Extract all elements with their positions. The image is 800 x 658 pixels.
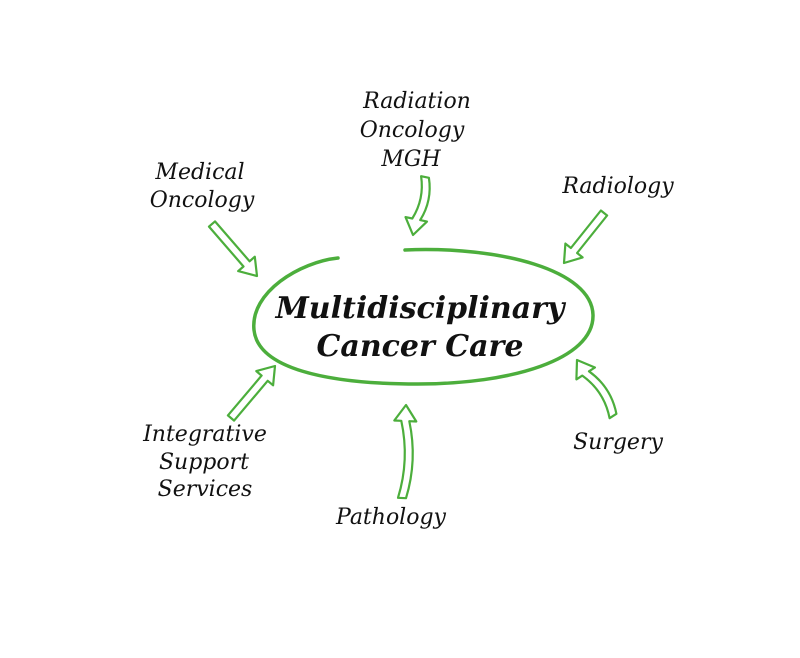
label-integrative-line1: Integrative	[142, 422, 267, 447]
label-surgery: Surgery	[573, 430, 663, 455]
arrow-to-integrative-support	[226, 364, 277, 422]
arrow-to-pathology	[393, 403, 418, 500]
arrow-from-radiation-oncology	[404, 175, 431, 237]
label-integrative-line2: Support	[159, 450, 249, 475]
label-radiation-oncology-line3: MGH	[380, 147, 441, 172]
center-title-line1: Multidisciplinary	[275, 291, 567, 326]
arrows-group	[207, 175, 618, 500]
label-integrative-line3: Services	[158, 477, 253, 502]
label-medical-oncology-line2: Oncology	[150, 188, 255, 213]
label-radiation-oncology-line2: Oncology	[360, 118, 465, 143]
label-medical-oncology-line1: Medical	[154, 160, 244, 185]
arrow-from-radiology	[562, 209, 609, 265]
center-title-line2: Cancer Care	[317, 329, 524, 364]
arrow-to-surgery	[575, 358, 618, 420]
arrow-from-medical-oncology	[207, 220, 259, 278]
center-ellipse	[252, 247, 595, 386]
label-radiation-oncology-line1: Radiation	[362, 89, 471, 114]
label-radiology: Radiology	[561, 174, 674, 199]
label-pathology: Pathology	[335, 505, 447, 530]
